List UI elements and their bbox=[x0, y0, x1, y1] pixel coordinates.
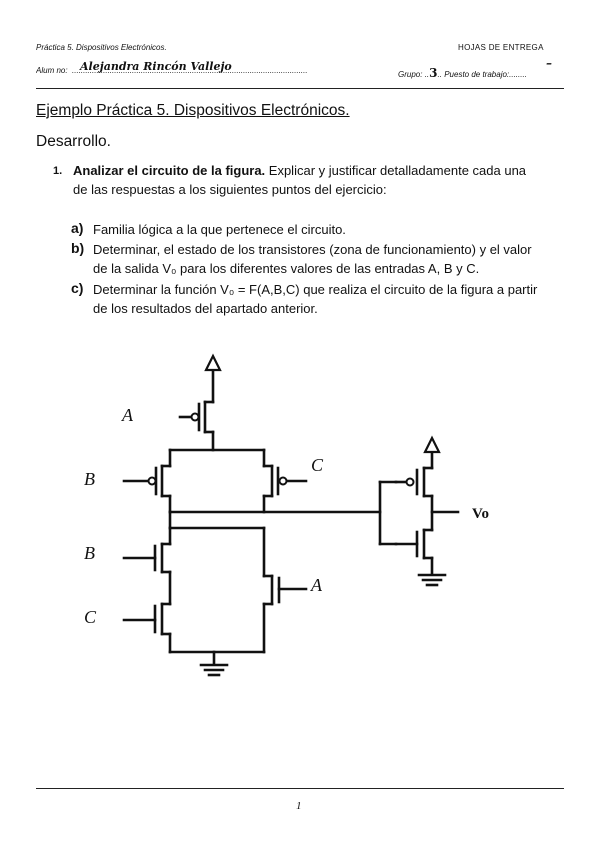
label-C-nmos: C bbox=[84, 607, 97, 627]
grupo-dots: .. bbox=[424, 70, 430, 79]
item-a-text: Familia lógica a la que pertenece el cir… bbox=[93, 222, 346, 237]
label-output: Vo bbox=[472, 506, 489, 522]
alumno-label: Alum no: bbox=[36, 66, 68, 75]
grupo-value: 3 bbox=[429, 66, 438, 80]
item-b-text-1: Determinar, el estado de los transistore… bbox=[93, 242, 532, 257]
alumno-dots: ........................................… bbox=[72, 66, 308, 75]
page-title: Ejemplo Práctica 5. Dispositivos Electró… bbox=[36, 102, 350, 119]
puesto-value: – bbox=[546, 56, 552, 70]
section-heading: Desarrollo. bbox=[36, 133, 111, 150]
item-a-letter: a) bbox=[71, 220, 84, 236]
label-A-pmos: A bbox=[121, 405, 134, 425]
student-name-handwritten: Alejandra Rincón Vallejo bbox=[80, 60, 232, 73]
item-b-letter: b) bbox=[71, 240, 85, 256]
item-b-text-2: de la salida V₀ para los diferentes valo… bbox=[93, 261, 480, 276]
grupo-label: Grupo: bbox=[398, 70, 423, 79]
header-rule bbox=[36, 88, 564, 89]
header-title: HOJAS DE ENTREGA bbox=[458, 43, 544, 52]
puesto-label: Puesto de trabajo: bbox=[444, 70, 510, 79]
page-number: 1 bbox=[296, 800, 302, 812]
grupo-dots-after: .. bbox=[437, 70, 442, 79]
item-c-text-1: Determinar la función V₀ = F(A,B,C) que … bbox=[93, 282, 538, 297]
question-line2: de las respuestas a los siguientes punto… bbox=[73, 182, 387, 197]
student-line: Alum no: bbox=[36, 66, 566, 75]
question-number: 1. bbox=[53, 165, 63, 177]
puesto-dots: ........ bbox=[509, 70, 527, 79]
question-text: Analizar el circuito de la figura. Expli… bbox=[73, 161, 573, 199]
header-course: Práctica 5. Dispositivos Electrónicos. bbox=[36, 43, 167, 52]
question-bold: Analizar el circuito de la figura. bbox=[73, 163, 266, 178]
cmos-circuit-diagram: A B C B C A Vo bbox=[84, 353, 489, 677]
item-c-letter: c) bbox=[71, 280, 84, 296]
grupo-field: Grupo: ..3.. Puesto de trabajo:........ bbox=[398, 66, 527, 80]
question-rest: Explicar y justificar detalladamente cad… bbox=[265, 163, 527, 178]
label-A-nmos: A bbox=[310, 575, 323, 595]
label-C-pmos: C bbox=[311, 455, 324, 475]
item-c-text-2: de los resultados del apartado anterior. bbox=[93, 301, 318, 316]
footer-rule bbox=[36, 788, 564, 789]
label-B-nmos: B bbox=[84, 543, 95, 563]
label-B-pmos: B bbox=[84, 469, 95, 489]
